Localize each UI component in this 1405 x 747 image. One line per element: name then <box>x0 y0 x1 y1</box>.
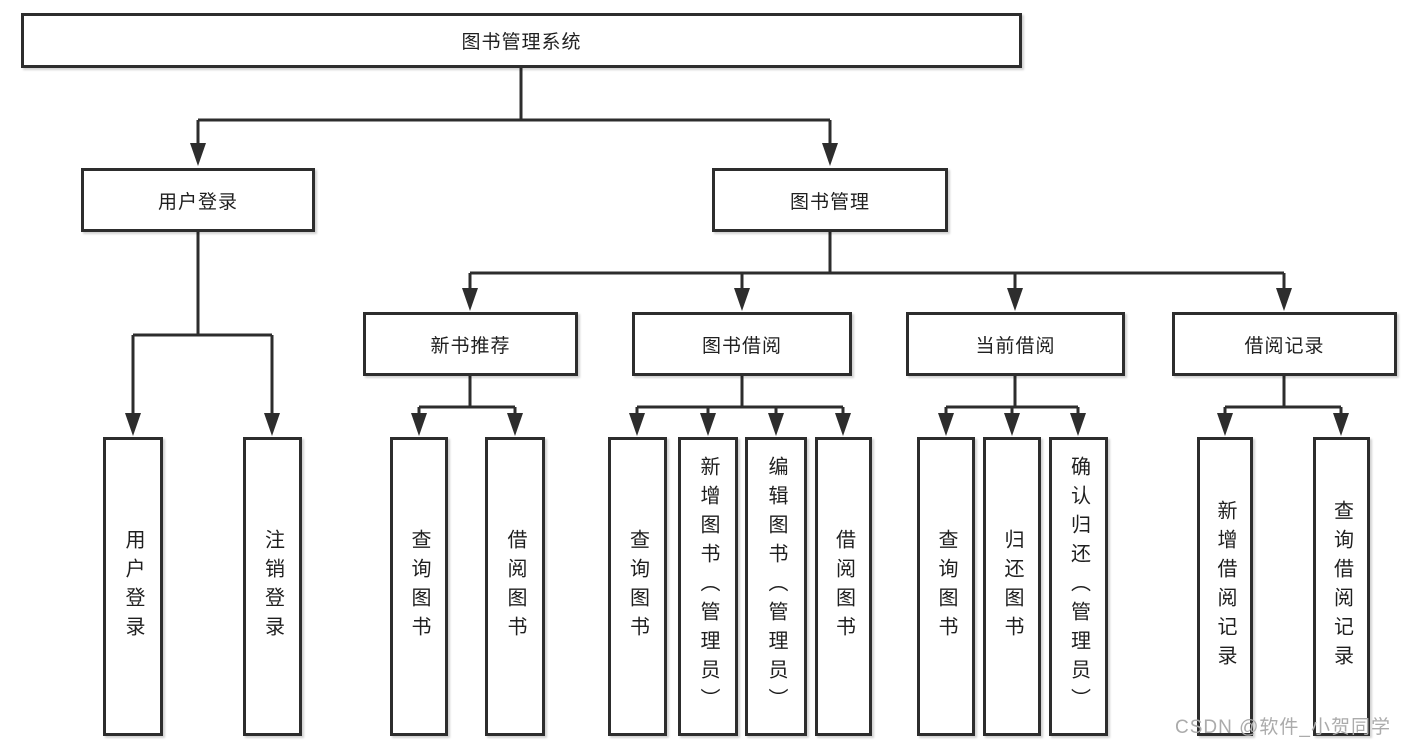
node-user-login: 用户登录 <box>81 168 315 232</box>
csdn-watermark: CSDN @软件_小贺同学 <box>1175 717 1391 738</box>
leaf-edit-book-admin: 编辑图书（管理员） <box>745 437 807 736</box>
leaf-logout: 注销登录 <box>243 437 302 736</box>
node-label: 新增图书（管理员） <box>697 456 719 717</box>
leaf-add-borrow-record: 新增借阅记录 <box>1197 437 1253 736</box>
node-label: 注销登录 <box>261 528 284 645</box>
leaf-confirm-return-admin: 确认归还（管理员） <box>1049 437 1108 736</box>
node-new-book-recommendation: 新书推荐 <box>363 312 578 376</box>
node-label: 新增借阅记录 <box>1214 499 1236 674</box>
node-label: 查询借阅记录 <box>1330 499 1353 674</box>
node-label: 查询图书 <box>935 528 957 645</box>
node-book-management: 图书管理 <box>712 168 948 232</box>
leaf-borrow-books-recommend: 借阅图书 <box>485 437 545 736</box>
node-label: 归还图书 <box>1001 528 1023 645</box>
leaf-borrow-books-borrow: 借阅图书 <box>815 437 872 736</box>
leaf-return-book: 归还图书 <box>983 437 1041 736</box>
node-label: 借阅图书 <box>504 528 526 645</box>
leaf-add-book-admin: 新增图书（管理员） <box>678 437 738 736</box>
node-label: 新书推荐 <box>430 335 511 357</box>
leaf-query-books-borrow: 查询图书 <box>608 437 667 736</box>
node-label: 用户登录 <box>157 191 238 213</box>
node-label: 图书借阅 <box>701 335 782 357</box>
node-label: 当前借阅 <box>975 335 1056 357</box>
leaf-user-login: 用户登录 <box>103 437 163 736</box>
node-label: 图书管理 <box>789 191 870 213</box>
leaf-query-books-recommend: 查询图书 <box>390 437 448 736</box>
node-label: 查询图书 <box>626 528 649 645</box>
node-label: 借阅图书 <box>832 528 855 645</box>
node-label: 查询图书 <box>408 528 430 645</box>
node-label: 图书管理系统 <box>461 32 582 53</box>
node-label: 编辑图书（管理员） <box>765 456 787 717</box>
node-borrowing-records: 借阅记录 <box>1172 312 1397 376</box>
node-label: 借阅记录 <box>1244 335 1325 357</box>
node-book-borrowing: 图书借阅 <box>632 312 852 376</box>
leaf-query-books-current: 查询图书 <box>917 437 975 736</box>
node-library-management-system: 图书管理系统 <box>21 13 1022 68</box>
node-label: 用户登录 <box>122 528 144 645</box>
leaf-query-borrow-record: 查询借阅记录 <box>1313 437 1370 736</box>
node-current-borrowing: 当前借阅 <box>906 312 1125 376</box>
node-label: 确认归还（管理员） <box>1067 456 1090 717</box>
